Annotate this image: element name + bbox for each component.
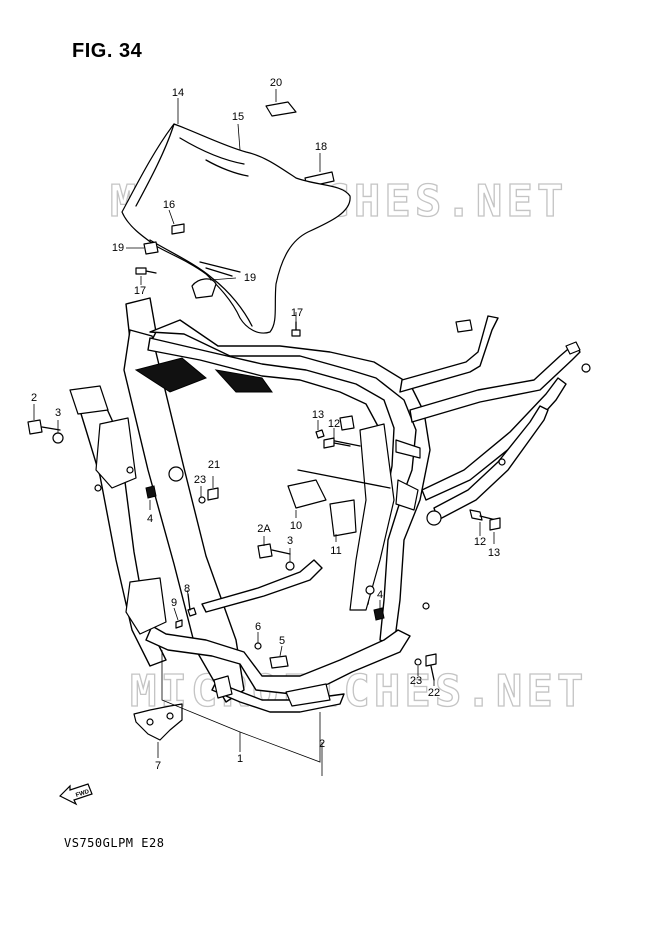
callout-labels: 20 14 15 18 16 19 19 17 17 2 3 4 23 21 1… bbox=[31, 77, 500, 772]
callout-6: 6 bbox=[255, 621, 261, 633]
callout-3-center: 3 bbox=[287, 535, 293, 547]
assembly-leaders bbox=[161, 650, 323, 776]
callout-3-washer: 3 bbox=[55, 407, 61, 419]
callout-1: 1 bbox=[237, 753, 243, 765]
callout-7: 7 bbox=[155, 760, 161, 772]
callout-4-nut: 4 bbox=[147, 513, 153, 525]
callout-12-center: 12 bbox=[328, 418, 340, 430]
callout-15: 15 bbox=[232, 111, 244, 123]
callout-23-left: 23 bbox=[194, 474, 206, 486]
left-fasteners bbox=[27, 404, 219, 510]
callout-2-frame: 2 bbox=[319, 738, 325, 750]
callout-21: 21 bbox=[208, 459, 220, 471]
part-7-bracket bbox=[133, 703, 183, 758]
model-code: VS750GLPM E28 bbox=[64, 836, 165, 850]
callout-8: 8 bbox=[184, 583, 190, 595]
callout-22: 22 bbox=[428, 687, 440, 699]
callout-20: 20 bbox=[270, 77, 282, 89]
callout-17-right: 17 bbox=[291, 307, 303, 319]
callout-18: 18 bbox=[315, 141, 327, 153]
callout-13-center: 13 bbox=[312, 409, 324, 421]
watermark-bottom: MICROFICHES.NET bbox=[129, 665, 588, 717]
callout-14: 14 bbox=[172, 87, 184, 99]
callout-19-left: 19 bbox=[112, 242, 124, 254]
callout-13-right: 13 bbox=[488, 547, 500, 559]
right-fasteners bbox=[414, 509, 501, 686]
callout-17-left: 17 bbox=[134, 285, 146, 297]
callout-12-right: 12 bbox=[474, 536, 486, 548]
callout-16: 16 bbox=[163, 199, 175, 211]
part-20-emblem bbox=[265, 89, 297, 117]
part-14-side-cover bbox=[121, 98, 351, 334]
callout-2A: 2A bbox=[257, 523, 271, 535]
callout-19-right: 19 bbox=[244, 272, 256, 284]
figure-title: FIG. 34 bbox=[72, 40, 143, 62]
callout-9: 9 bbox=[171, 597, 177, 609]
callout-11: 11 bbox=[330, 545, 341, 557]
cover-fasteners bbox=[126, 209, 301, 337]
callout-10: 10 bbox=[290, 520, 302, 532]
part-1-main-frame bbox=[69, 297, 591, 713]
fwd-label: FWD bbox=[75, 789, 90, 799]
callout-5: 5 bbox=[279, 635, 285, 647]
fwd-arrow: FWD bbox=[58, 783, 93, 806]
callout-4-center: 4 bbox=[377, 589, 383, 601]
center-fasteners bbox=[173, 420, 385, 669]
callout-23-right: 23 bbox=[410, 675, 422, 687]
callout-2-bolt: 2 bbox=[31, 392, 37, 404]
